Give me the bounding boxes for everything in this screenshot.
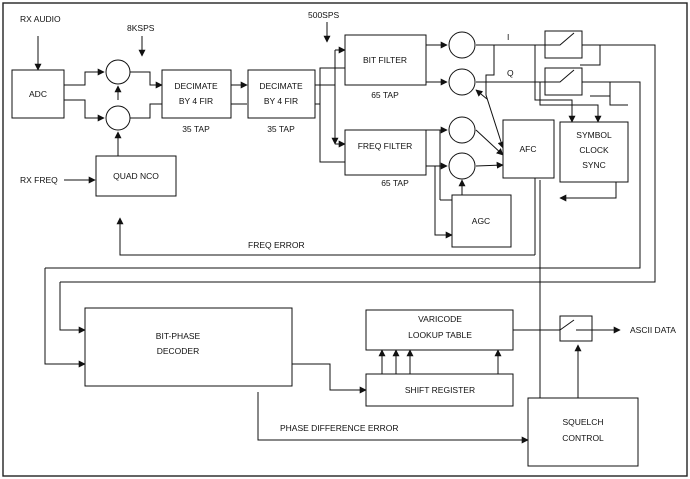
quad-nco-label: QUAD NCO — [113, 171, 159, 181]
afc-label: AFC — [520, 144, 537, 154]
decimate1-line1: DECIMATE — [174, 81, 218, 91]
freq-error-label: FREQ ERROR — [248, 240, 305, 250]
signal-wires — [34, 22, 656, 444]
varicode-lookup-block — [365, 309, 514, 351]
mixer-bit-q — [448, 68, 476, 96]
freq-filter-block — [344, 129, 427, 176]
freq-filter-taps: 65 TAP — [381, 178, 409, 188]
mixer-i — [105, 59, 131, 85]
q-signal-label: Q — [507, 68, 514, 78]
shift-register-label: SHIFT REGISTER — [405, 385, 475, 395]
rx-audio-label: RX AUDIO — [20, 14, 61, 24]
switches — [544, 30, 593, 342]
decimate2-line1: DECIMATE — [259, 81, 303, 91]
ascii-data-label: ASCII DATA — [630, 325, 676, 335]
rate-8ksps-label: 8KSPS — [127, 23, 155, 33]
adc-label: ADC — [29, 89, 47, 99]
phase-difference-error-label: PHASE DIFFERENCE ERROR — [280, 423, 399, 433]
decoder-label: DECODER — [157, 346, 200, 356]
bit-filter-block — [344, 34, 427, 86]
symbol-label: SYMBOL — [576, 130, 612, 140]
bit-phase-decoder-block — [84, 307, 293, 387]
decimate2-line2: BY 4 FIR — [264, 96, 298, 106]
varicode-label: VARICODE — [418, 314, 462, 324]
decimate-block-1 — [161, 69, 232, 119]
rate-500sps-label: 500SPS — [308, 10, 340, 20]
mixer-bit-i — [448, 31, 476, 59]
symbol-clock-sync-block — [559, 121, 629, 183]
decimate1-taps: 35 TAP — [182, 124, 210, 134]
freq-filter-label: FREQ FILTER — [358, 141, 413, 151]
mixer-q — [105, 105, 131, 131]
shift-register-block — [365, 373, 514, 407]
i-signal-label: I — [507, 32, 509, 42]
mixer-freq-q — [448, 152, 476, 180]
control-label: CONTROL — [562, 433, 604, 443]
decimate-block-2 — [247, 69, 316, 119]
quad-nco-block — [95, 155, 177, 197]
agc-block — [451, 194, 512, 248]
squelch-control-block — [527, 397, 639, 467]
bit-filter-label: BIT FILTER — [363, 55, 407, 65]
decimate1-line2: BY 4 FIR — [179, 96, 213, 106]
agc-label: AGC — [472, 216, 490, 226]
rx-freq-label: RX FREQ — [20, 175, 58, 185]
adc-block — [11, 69, 65, 119]
decimate2-taps: 35 TAP — [267, 124, 295, 134]
afc-block — [502, 119, 555, 179]
bit-phase-label: BIT-PHASE — [156, 331, 201, 341]
mixer-freq-i — [448, 116, 476, 144]
bit-filter-taps: 65 TAP — [371, 90, 399, 100]
sync-label: SYNC — [582, 160, 606, 170]
squelch-label: SQUELCH — [562, 417, 603, 427]
lookup-table-label: LOOKUP TABLE — [408, 330, 472, 340]
clock-label: CLOCK — [579, 145, 609, 155]
